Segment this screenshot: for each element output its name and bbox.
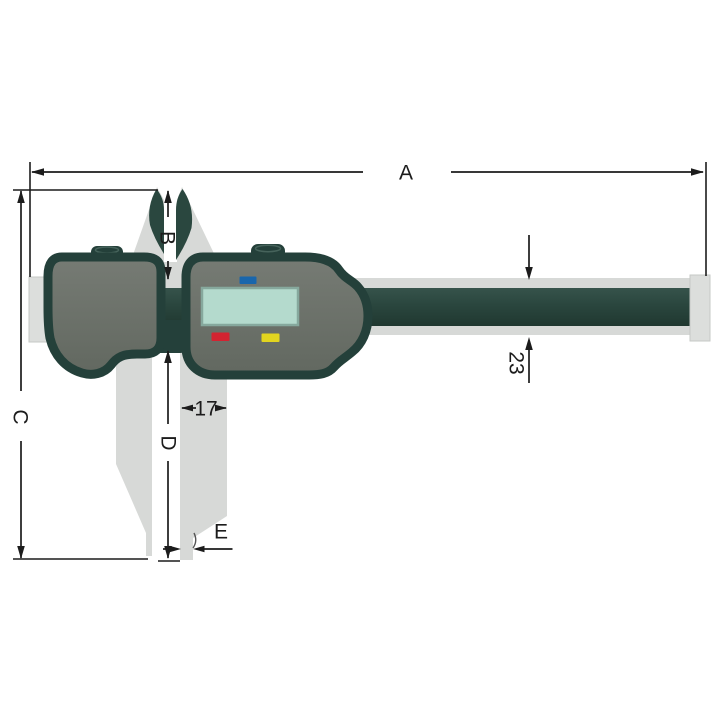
upper-jaw-left-blade <box>149 189 164 254</box>
dim-c-arrowhead-bottom <box>17 546 25 559</box>
dimension-lower-jaw-length: D <box>157 350 180 562</box>
dimension-label-e: E <box>214 520 228 543</box>
lower-jaw-tip-notch <box>192 532 197 549</box>
dim-d-arrowhead-top <box>164 350 172 363</box>
dim-a-arrowhead-left <box>31 168 44 176</box>
dim-b-arrowhead-bottom <box>164 267 172 280</box>
thumb-screw-display-cap <box>254 244 282 253</box>
dimension-upper-jaw-length: B <box>156 190 179 280</box>
dimension-label-b: B <box>156 231 179 245</box>
dim-c-arrowhead-top <box>17 190 25 203</box>
dim-17-arrowhead-left <box>181 404 193 412</box>
dimension-label-jaw-width: 17 <box>194 397 217 420</box>
dimension-overall-height: C <box>9 189 158 560</box>
button-blue <box>239 276 257 284</box>
dim-e-arrowhead-left <box>169 545 181 553</box>
dimension-tip-width: E <box>163 520 233 553</box>
dimension-beam-height: 23 <box>505 235 533 383</box>
dim-a-arrowhead-right <box>691 168 704 176</box>
upper-jaw-right-blade <box>176 189 193 260</box>
dimension-label-beam-height: 23 <box>505 351 528 374</box>
lcd-screen <box>200 286 300 327</box>
dimension-label-d: D <box>157 435 180 450</box>
dim-17-arrowhead-right <box>215 404 227 412</box>
dim-e-arrowhead-right <box>193 545 205 553</box>
dim-23-arrowhead-bottom <box>525 337 533 350</box>
dimension-jaw-width: 17 <box>181 397 227 420</box>
slider-display-housing <box>181 244 373 380</box>
lower-jaw-left <box>116 310 152 556</box>
beam-right-cap <box>689 274 711 342</box>
fixed-jaw-housing <box>43 246 166 379</box>
fixed-housing-body <box>43 252 166 379</box>
dimension-overall-length: A <box>29 161 707 277</box>
dim-b-arrowhead-top <box>164 190 172 203</box>
dim-23-arrowhead-top <box>525 267 533 280</box>
button-red <box>211 332 230 341</box>
button-yellow <box>261 333 280 342</box>
dimension-label-a: A <box>399 161 413 184</box>
dimension-label-c: C <box>9 409 32 424</box>
